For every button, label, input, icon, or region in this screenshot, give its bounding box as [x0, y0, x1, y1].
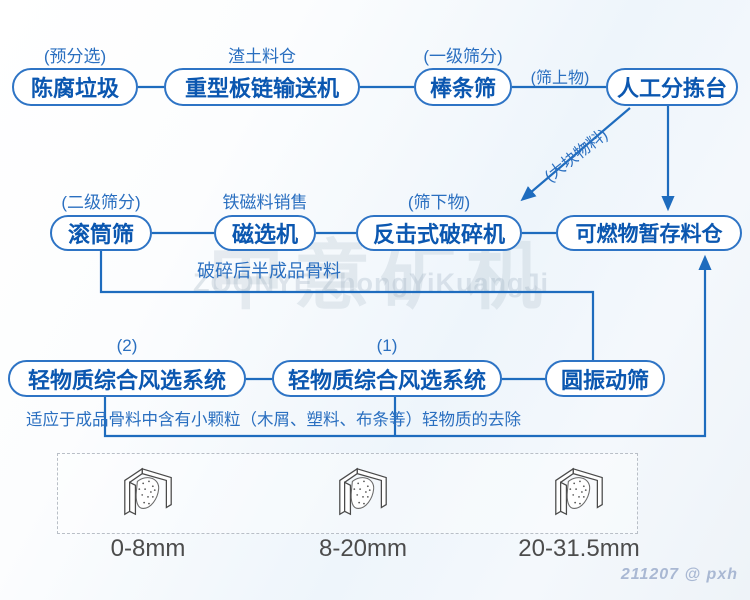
node-air-separation-system-2: 轻物质综合风选系统	[8, 360, 246, 397]
aggregate-bin-icon	[339, 467, 387, 516]
label-soil-silo: 渣土料仓	[228, 47, 296, 66]
size-label-20-31-5mm: 20-31.5mm	[518, 535, 640, 562]
label-secondary-screening: (二级筛分)	[61, 193, 141, 212]
node-bar-screen: 棒条筛	[414, 68, 512, 106]
label-pre-sorting: (预分选)	[43, 47, 107, 66]
label-screen-oversize: (筛上物)	[530, 70, 590, 87]
node-circular-vibrating-screen: 圆振动筛	[545, 360, 665, 397]
label-crushed-aggregate: 破碎后半成品骨料	[197, 261, 341, 281]
node-drum-screen: 滚筒筛	[50, 215, 152, 251]
aggregate-bin-icon	[124, 467, 172, 516]
node-heavy-plate-conveyor: 重型板链输送机	[164, 68, 360, 106]
label-unit-1: (1)	[376, 336, 398, 355]
label-screen-undersize: (筛下物)	[407, 193, 471, 212]
node-magnetic-separator: 磁选机	[214, 215, 316, 251]
label-bottom-note: 适应于成品骨料中含有小颗粒（木屑、塑料、布条等）轻物质的去除	[26, 411, 521, 429]
size-label-0-8mm: 0-8mm	[110, 535, 186, 562]
node-aged-waste: 陈腐垃圾	[12, 68, 138, 106]
size-label-8-20mm: 8-20mm	[318, 535, 408, 562]
node-impact-crusher: 反击式破碎机	[356, 215, 522, 251]
node-combustible-storage-silo: 可燃物暂存料仓	[556, 215, 742, 251]
label-unit-2: (2)	[116, 336, 138, 355]
label-iron-material-sales: 铁磁料销售	[222, 193, 308, 212]
node-air-separation-system-1: 轻物质综合风选系统	[272, 360, 502, 397]
aggregate-bin-icon	[555, 467, 603, 516]
watermark-corner: 211207 @ pxh	[620, 566, 738, 583]
label-primary-screening: (一级筛分)	[423, 47, 503, 66]
node-manual-sorting-station: 人工分拣台	[606, 68, 738, 106]
